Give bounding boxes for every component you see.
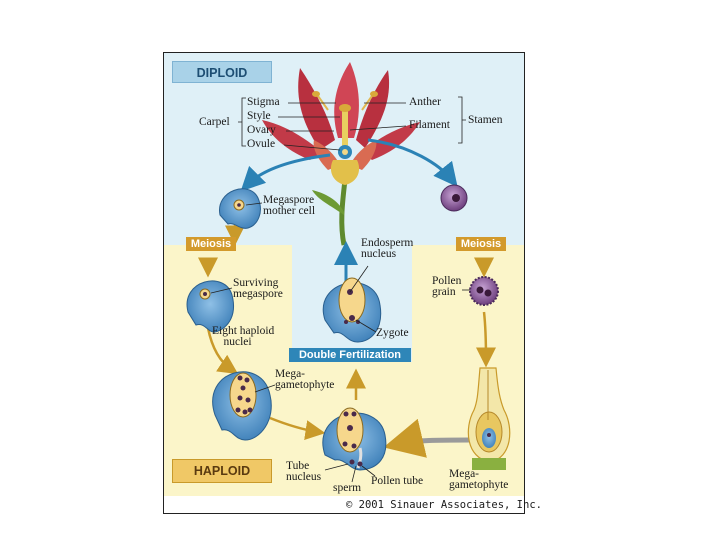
label-eight-haploid-nuclei: Eight haploid nuclei <box>212 325 275 348</box>
fertilization-ovule <box>322 407 387 483</box>
megaspore-mother-cell-ovule <box>219 188 263 229</box>
diploid-banner: DIPLOID <box>172 61 272 83</box>
label-ovule: Ovule <box>247 138 276 150</box>
label-pollen-grain: Pollen grain <box>432 275 462 298</box>
megagametophyte-left-ovule <box>212 371 276 441</box>
label-anther: Anther <box>409 96 441 108</box>
flower-illustration <box>262 62 420 246</box>
label-ovary: Ovary <box>247 124 276 136</box>
label-carpel: Carpel <box>199 116 230 128</box>
label-megagametophyte-left: Mega- gametophyte <box>275 368 335 391</box>
label-pollen-tube: Pollen tube <box>371 475 424 487</box>
double-fertilization-banner: Double Fertilization <box>289 348 411 362</box>
pollen-grain-haploid <box>462 276 499 306</box>
meiosis-right-banner: Meiosis <box>456 237 506 251</box>
label-stamen: Stamen <box>468 114 503 126</box>
label-stigma: Stigma <box>247 96 280 108</box>
copyright-notice: © 2001 Sinauer Associates, Inc. <box>346 499 542 511</box>
meiosis-left-banner: Meiosis <box>186 237 236 251</box>
label-zygote: Zygote <box>376 327 409 339</box>
zygote-ovule <box>322 265 382 343</box>
label-style: Style <box>247 110 271 122</box>
label-endosperm-nucleus: Endosperm nucleus <box>361 237 414 260</box>
label-megagametophyte-right: Mega- gametophyte <box>449 468 509 491</box>
haploid-banner: HAPLOID <box>172 459 272 483</box>
label-megaspore-mother-cell: Megaspore mother cell <box>263 194 316 217</box>
surviving-megaspore-ovule <box>186 280 234 333</box>
leader-lines <box>238 96 466 151</box>
label-surviving-megaspore: Surviving megaspore <box>233 277 283 300</box>
label-filament: Filament <box>409 119 450 131</box>
label-tube-nucleus: Tube nucleus <box>286 460 322 483</box>
pollen-grain-diploid <box>440 184 468 212</box>
label-sperm: sperm <box>333 482 362 494</box>
pistil-pollen-tube <box>467 367 511 470</box>
